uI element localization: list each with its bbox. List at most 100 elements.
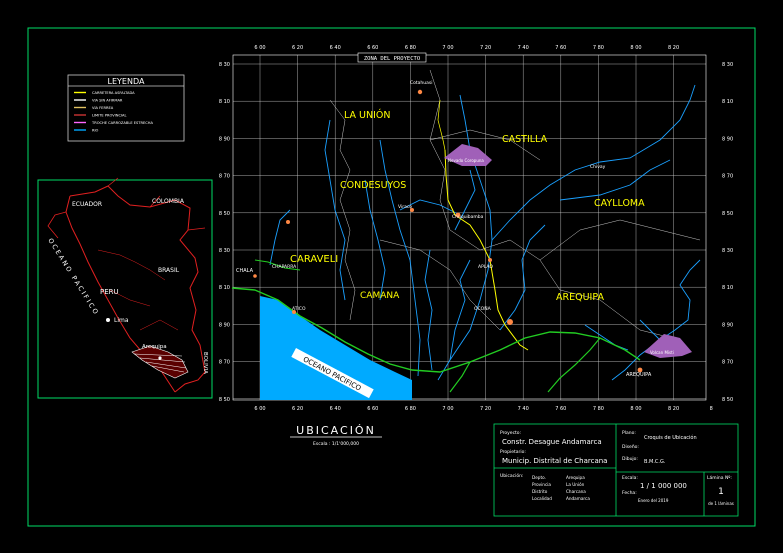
fecha-label: Fecha: [622,490,637,496]
province-boundaries [329,69,701,341]
tick-label-right: 8 90 [722,136,733,142]
inset-brasil: BRASIL [158,267,180,274]
province-la-union: LA UNIÓN [344,109,390,121]
place-viraco: Viraco [398,204,412,210]
legend-item-label: CARRETERA ASFALTADA [92,91,135,95]
tick-label-right: 8 30 [722,248,733,254]
dibujo-label: Dibujo: [622,456,638,462]
dibujo-value: B.M.C.G. [644,459,666,465]
inset-map: ECUADOR COLOMBIA BRASIL PERU Lima Arequi… [37,177,213,399]
tick-label-top: 8 20 [668,45,679,51]
tick-label-left: 8 70 [219,174,230,180]
tick-label-left: 8 30 [219,248,230,254]
svg-text:ZONA DEL PROYECTO: ZONA DEL PROYECTO [364,56,420,62]
ubicacion-value: Charcana [566,489,586,494]
lima-marker [106,318,110,322]
tick-label-left: 8 50 [219,397,230,403]
ubicacion-key: Provincia [532,482,551,487]
proyecto-label: Proyecto: [500,430,521,436]
inset-lima: Lima [114,317,129,324]
tick-label-top: 7 20 [480,45,491,51]
tick-label-right: 8 70 [722,174,733,180]
propietario-label: Propietario: [500,449,526,455]
legend-title: LEYENDA [108,77,145,86]
province-castilla: CASTILLA [502,134,548,145]
pacific-ocean [260,296,412,400]
province-caylloma: CAYLLOMA [594,198,645,209]
province-condesuyos: CONDESUYOS [340,180,406,191]
tick-label-top: 6 40 [330,45,341,51]
propietario-value: Municip. Distrital de Charcana [502,457,607,465]
legend-item-label: VIA FERREA [92,106,114,110]
ubicacion-label: Ubicación: [500,472,523,479]
tick-label-left: 8 90 [219,136,230,142]
tick-label-right: 8 50 [722,211,733,217]
place-nevado-coropuna: Nevado Coropuna [448,158,484,163]
tick-label-bottom: 7 60 [555,406,566,412]
highway-chala [254,259,301,271]
peru-border-east [69,185,206,393]
tick-label-top: 6 60 [367,45,378,51]
place-cotahuasi: Cotahuasi [410,80,432,86]
tick-label-left: 8 90 [219,322,230,328]
rivers [269,84,701,381]
tick-label-bottom: 6 60 [367,406,378,412]
tick-label-bottom: 6 00 [254,406,265,412]
tick-label-top: 6 20 [292,45,303,51]
ubicacion-heading: UBICACIÓN [296,424,376,437]
legend-item-label: RIO [92,129,99,133]
place-atico: ATICO [292,306,306,312]
volcan-misti-shape [644,334,692,358]
tick-label-top: 7 40 [518,45,529,51]
title-block-text: Proyecto: Constr. Desague Andamarca Prop… [500,430,734,506]
arequipa-region-hatch [131,345,189,379]
tick-label-top: 8 00 [630,45,641,51]
tick-label-bottom: 7 40 [518,406,529,412]
legend-item-label: LIMITE PROVINCIAL [92,114,127,118]
lamina-value: 1 [718,487,724,497]
title-block [493,423,739,517]
province-arequipa: AREQUIPA [556,292,604,303]
fecha-value: Enero del 2019 [638,498,669,503]
tick-label-bottom: 8 00 [630,406,641,412]
tick-label-bottom: 6 20 [292,406,303,412]
province-caraveli: CARAVELI [290,254,338,265]
tick-label-bottom: 7 80 [593,406,604,412]
tick-labels: 6 00 6 20 6 40 6 60 6 80 7 00 7 20 7 40 7 60 7 80… [219,45,733,412]
place-chuquibamba: Chuquibamba [452,214,484,220]
diseno-label: Diseño: [622,444,639,450]
inset-colombia: COLOMBIA [152,198,185,205]
tick-label-bottom: 8 20 [668,406,679,412]
tick-label-right: 8 10 [722,285,733,291]
highway-branch-coast [449,361,471,393]
tick-label-top: 7 00 [442,45,453,51]
tick-label-bottom: 6 40 [330,406,341,412]
project-zone-label: ZONA DEL PROYECTO [357,52,427,63]
ubicacion-key: Distrito [532,489,548,494]
ubicacion-title: UBICACIÓN Escala : 1/1'000,000 [290,424,382,447]
tick-label-right: 8 50 [722,397,733,403]
ubicacion-value: Andamarca [566,496,590,501]
tick-label-right: 8 70 [722,360,733,366]
highway-branch-south [547,337,601,393]
ubicacion-value: La Unión [566,482,585,487]
tick-label-bottom: 8 [710,406,713,412]
escala-value: 1 / 1 000 000 [640,482,687,490]
place-volcan-misti: Volcan Misti [650,350,674,355]
tick-label-left: 8 30 [219,62,230,68]
ubicacion-scale: Escala : 1/1'000,000 [313,441,359,447]
coast-highway [231,287,641,373]
road-north [437,99,446,151]
tick-label-right: 8 10 [722,99,733,105]
province-camana: CAMANA [360,291,400,301]
proyecto-value: Constr. Desague Andamarca [502,438,602,446]
legend-item-label: TROCHE CARROZABLE ESTRECHA [91,121,153,125]
main-map: OCEANO PACIFICO [219,45,733,412]
tick-label-left: 8 70 [219,360,230,366]
inset-ecuador: ECUADOR [72,201,102,208]
tick-label-bottom: 6 80 [405,406,416,412]
tick-label-left: 8 50 [219,211,230,217]
place-chaparra: CHAPARRA [272,264,297,270]
